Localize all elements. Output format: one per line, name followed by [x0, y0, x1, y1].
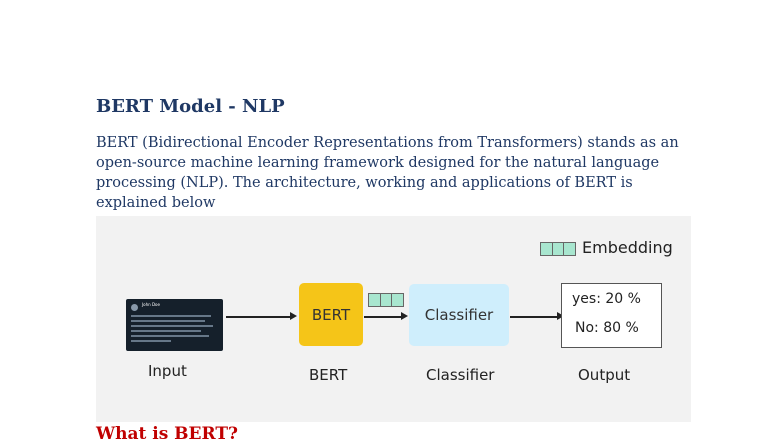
tweet-input-image: John Doe: [126, 299, 223, 351]
output-yes: yes: 20 %: [572, 291, 641, 307]
arrow-input-to-bert: [226, 316, 290, 318]
intro-paragraph: BERT (Bidirectional Encoder Representati…: [96, 135, 679, 211]
arrow-classifier-to-output: [510, 316, 558, 318]
classifier-box: Classifier: [409, 284, 509, 346]
bert-architecture-figure: Embedding John Doe BERT Classifier yes: …: [96, 216, 691, 422]
label-output: Output: [578, 366, 631, 384]
arrow-head-icon: [401, 312, 408, 320]
label-input: Input: [148, 362, 187, 380]
embedding-vector-icon: [368, 293, 404, 307]
output-box: yes: 20 % No: 80 %: [561, 283, 662, 348]
label-classifier: Classifier: [426, 366, 495, 384]
section-heading-what-is-bert: What is BERT?: [96, 424, 238, 444]
embedding-legend-icon: [540, 242, 576, 256]
arrow-bert-to-classifier: [364, 316, 402, 318]
document-title: BERT Model - NLP: [96, 96, 285, 117]
output-no: No: 80 %: [575, 320, 639, 336]
embedding-legend-label: Embedding: [582, 238, 673, 257]
arrow-head-icon: [290, 312, 297, 320]
arrow-head-icon: [557, 312, 564, 320]
label-bert: BERT: [309, 366, 348, 384]
bert-box: BERT: [299, 283, 363, 346]
tweet-author: John Doe: [142, 302, 160, 307]
